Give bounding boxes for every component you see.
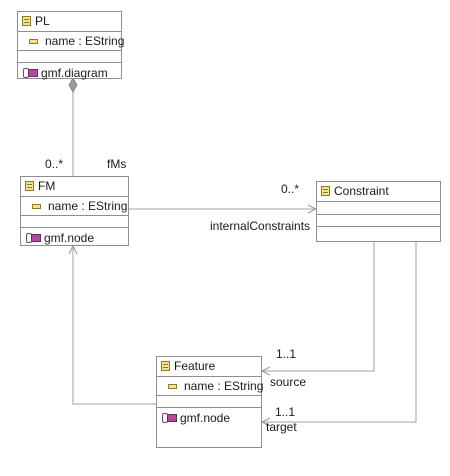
class-pl[interactable]: PL name : EString gmf.diagram	[17, 11, 125, 80]
annotation-row[interactable]: gmf.diagram	[18, 63, 121, 83]
annotation-icon	[162, 413, 177, 423]
attributes-section	[317, 202, 440, 215]
attribute-label: name : EString	[48, 199, 128, 213]
eattribute-icon	[29, 39, 38, 44]
containment-diamond-icon	[68, 76, 78, 94]
operations-section	[317, 215, 440, 227]
fms-multiplicity: 0..*	[45, 157, 64, 171]
link-source	[262, 242, 375, 371]
operations-section	[21, 216, 128, 228]
class-header[interactable]: FM	[21, 177, 128, 197]
annotation-row[interactable]: gmf.node	[157, 408, 261, 428]
attributes-section: name : EString	[18, 32, 125, 51]
eclass-icon	[22, 16, 31, 26]
attribute-label: name : EString	[45, 34, 125, 48]
operations-section	[18, 51, 121, 63]
attribute-row[interactable]: name : EString	[18, 32, 125, 50]
annotations-section	[317, 227, 440, 238]
attribute-row[interactable]: name : EString	[157, 377, 264, 395]
internal-constraints-role-name[interactable]: internalConstraints	[210, 219, 311, 233]
eclass-icon	[25, 181, 34, 191]
class-name: Feature	[174, 359, 216, 373]
attribute-label: name : EString	[184, 379, 264, 393]
internal-constraints-multiplicity: 0..*	[281, 182, 300, 196]
class-header[interactable]: PL	[18, 12, 121, 32]
attribute-row[interactable]: name : EString	[21, 197, 128, 215]
annotation-label: gmf.diagram	[41, 66, 108, 80]
annotation-label: gmf.node	[180, 411, 231, 425]
class-name: FM	[38, 179, 56, 193]
class-header[interactable]: Constraint	[317, 182, 440, 202]
class-name: Constraint	[334, 184, 389, 198]
annotation-label: gmf.node	[44, 231, 95, 245]
source-multiplicity: 1..1	[276, 347, 297, 361]
eclass-icon	[161, 361, 170, 371]
target-multiplicity: 1..1	[275, 405, 296, 419]
eattribute-icon	[168, 384, 177, 389]
annotation-icon	[26, 233, 41, 243]
class-fm[interactable]: FM name : EString gmf.node	[20, 176, 129, 246]
attributes-section: name : EString	[157, 377, 264, 396]
annotation-icon	[23, 68, 38, 78]
link-feature-fm	[73, 246, 156, 405]
operations-section	[157, 396, 261, 408]
source-role-name[interactable]: source	[270, 375, 307, 389]
annotation-row[interactable]: gmf.node	[21, 228, 128, 248]
fms-role-name[interactable]: fMs	[107, 157, 127, 171]
eclass-icon	[321, 186, 330, 196]
class-feature[interactable]: Feature name : EString gmf.node	[156, 356, 264, 448]
link-target	[262, 242, 417, 422]
class-header[interactable]: Feature	[157, 357, 261, 377]
eattribute-icon	[32, 204, 41, 209]
class-name: PL	[35, 14, 50, 28]
class-constraint[interactable]: Constraint	[316, 181, 441, 242]
attributes-section: name : EString	[21, 197, 128, 216]
target-role-name[interactable]: target	[266, 420, 297, 434]
